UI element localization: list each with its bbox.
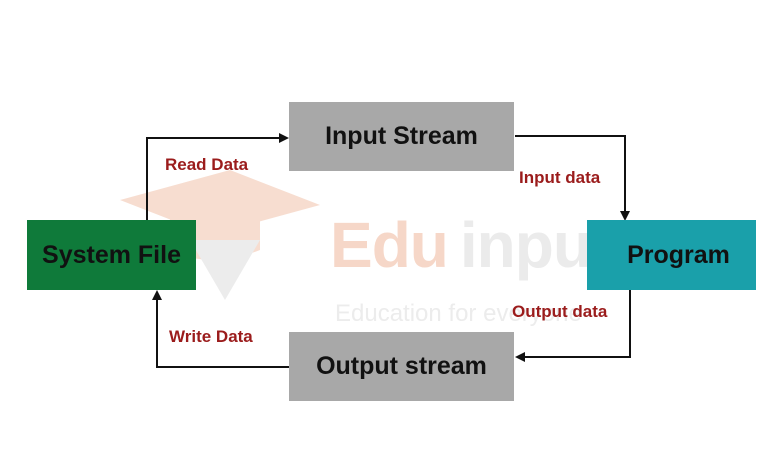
watermark-brand-part1: Edu (330, 209, 449, 281)
node-program-label: Program (627, 240, 730, 269)
watermark-tagline: Education for everyone (335, 300, 582, 327)
arrow-output-data (515, 290, 631, 362)
edge-label-write-data: Write Data (169, 327, 253, 346)
edge-label-output-data: Output data (512, 302, 608, 321)
node-system-file: System File (27, 220, 196, 290)
node-system-file-label: System File (42, 240, 181, 269)
arrow-read-data (146, 133, 289, 220)
arrow-input-data (515, 135, 630, 221)
arrow-write-data (152, 290, 289, 368)
node-input-stream: Input Stream (289, 102, 514, 171)
edge-label-input-data: Input data (519, 168, 601, 187)
node-output-stream: Output stream (289, 332, 514, 401)
watermark-brand-part2: input (459, 209, 612, 281)
node-program: Program (587, 220, 756, 290)
node-input-stream-label: Input Stream (325, 122, 478, 150)
edge-label-read-data: Read Data (165, 155, 249, 174)
node-output-stream-label: Output stream (316, 352, 487, 380)
